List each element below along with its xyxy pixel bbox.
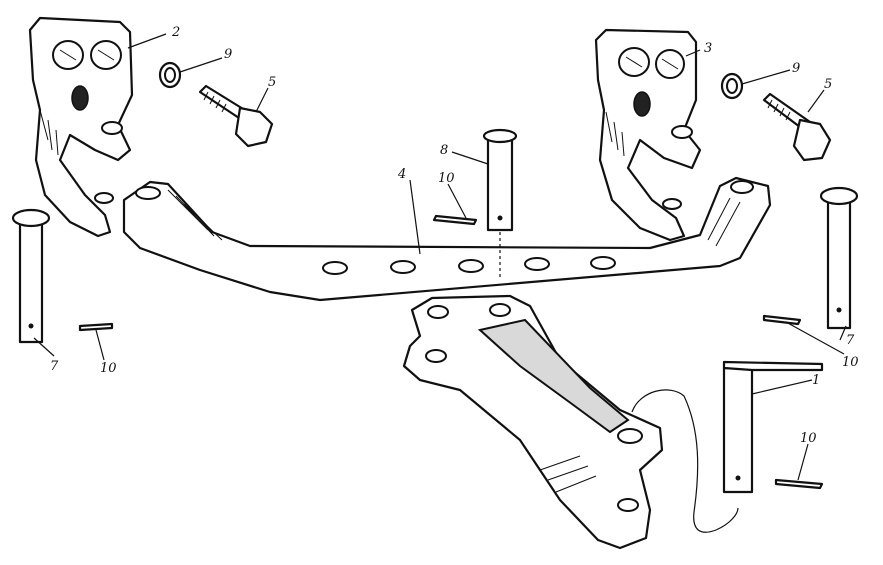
drawbar	[402, 294, 664, 550]
right-bracket	[594, 28, 702, 242]
crossbar	[122, 176, 772, 302]
callout-9-right: 9	[792, 61, 800, 76]
callout-4: 4	[397, 167, 406, 182]
callout-10-top: 10	[438, 171, 455, 186]
cotter-pin-bottom	[774, 478, 824, 490]
callout-8: 8	[440, 143, 448, 158]
left-pin	[11, 208, 51, 344]
left-washer-hole	[164, 67, 176, 83]
cotter-pin-left	[78, 322, 114, 332]
left-bracket	[28, 16, 134, 238]
callout-10-right: 10	[842, 355, 859, 370]
right-bolt	[762, 92, 832, 162]
leader-lines	[33, 33, 847, 481]
handle-pin	[722, 360, 824, 494]
center-pin	[482, 128, 518, 278]
callout-7-right: 7	[846, 333, 855, 348]
callout-10-left: 10	[100, 361, 117, 376]
callout-labels: 1 2 3 4 5 5 7 7 8 9 9 10 10 10 10	[50, 25, 859, 446]
callout-10-bottom: 10	[800, 431, 817, 446]
cotter-pin-top	[432, 214, 478, 226]
callout-9-left: 9	[224, 47, 232, 62]
callout-5-left: 5	[268, 75, 276, 90]
left-bolt	[198, 84, 274, 148]
right-pin	[819, 186, 859, 330]
cotter-pin-right	[762, 314, 802, 326]
right-washer-hole	[726, 78, 738, 94]
callout-7-left: 7	[50, 359, 59, 374]
callout-5-right: 5	[824, 77, 832, 92]
callout-3: 3	[704, 41, 712, 56]
callout-1: 1	[812, 373, 820, 388]
callout-2: 2	[171, 25, 180, 40]
chain	[631, 389, 739, 533]
